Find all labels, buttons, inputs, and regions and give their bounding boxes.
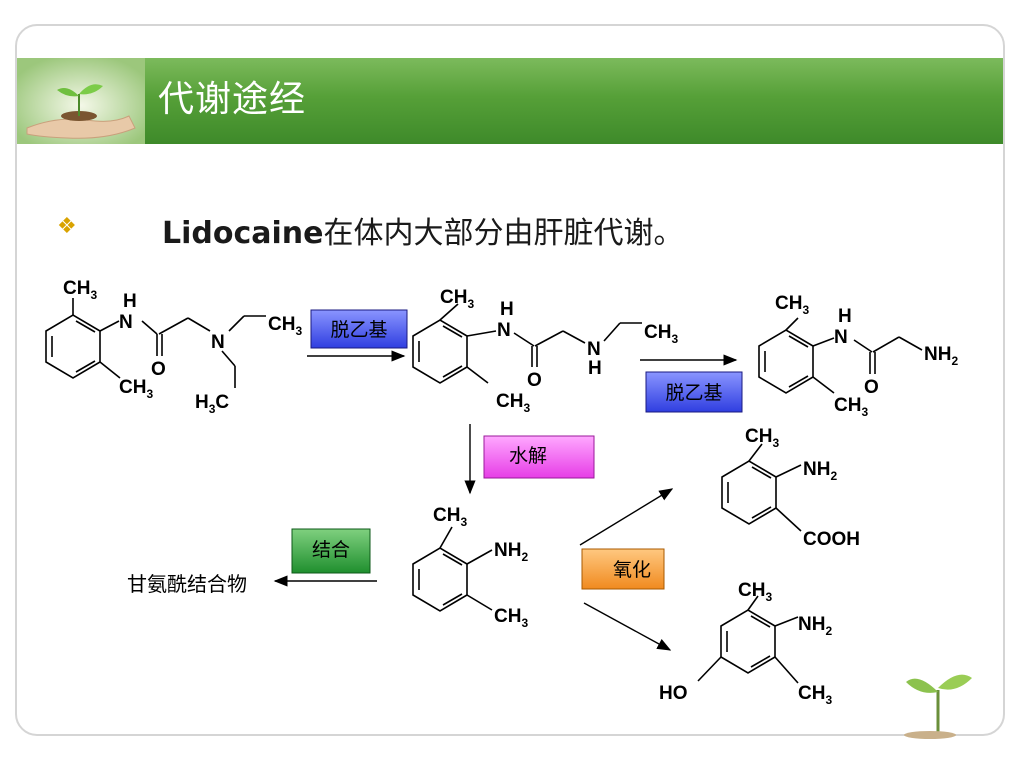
bullet-description: 在体内大部分由肝脏代谢。 [323,216,684,251]
molecule-monoethylglycinexylidide: CH3 H N O CH3 N H CH3 [412,287,678,415]
svg-text:CH3: CH3 [798,683,832,707]
label-conjugation: 结合 [291,528,371,574]
svg-text:CH3: CH3 [496,391,530,415]
label-deethylation-2: 脱乙基 [645,371,743,413]
svg-text:N: N [834,327,848,348]
svg-text:CH3: CH3 [738,580,772,604]
svg-text:脱乙基: 脱乙基 [330,319,387,341]
svg-text:O: O [151,359,166,380]
svg-text:水解: 水解 [509,445,547,467]
svg-text:CH3: CH3 [494,606,528,630]
svg-text:H: H [500,299,514,320]
svg-text:H: H [123,291,137,312]
svg-text:结合: 结合 [312,539,350,561]
svg-text:CH3: CH3 [745,426,779,450]
conjugation-product: 甘氨酰结合物 [127,572,247,596]
svg-text:CH3: CH3 [834,395,868,419]
svg-text:N: N [497,320,511,341]
molecule-xylidine: CH3 NH2 CH3 [412,505,528,630]
molecule-hydroxyxylidine: CH3 NH2 CH3 HO [659,580,832,707]
label-oxidation: 氧化 [581,548,665,590]
svg-text:CH3: CH3 [268,314,302,338]
svg-text:CH3: CH3 [63,278,97,302]
arrow-oxidation-up [579,488,674,546]
svg-text:N: N [119,312,133,333]
slide-title: 代谢途经 [158,79,307,120]
molecule-glycinexylidide: CH3 H N O CH3 NH2 [758,293,958,419]
bullet-line: Lidocaine在体内大部分由肝脏代谢。 [162,208,684,252]
seedling-decoration-icon [904,674,972,739]
slide-frame: 代谢途经 [15,24,1005,736]
svg-text:NH2: NH2 [798,614,832,638]
svg-text:CH3: CH3 [119,377,153,401]
svg-text:N: N [211,332,225,353]
molecule-methylanthranilic-acid: CH3 NH2 COOH [721,426,860,550]
svg-text:HO: HO [659,683,688,704]
svg-text:氧化: 氧化 [613,559,651,581]
svg-text:COOH: COOH [803,529,860,550]
svg-text:脱乙基: 脱乙基 [665,382,722,404]
svg-text:H3C: H3C [195,392,229,416]
label-deethylation-1: 脱乙基 [310,309,408,349]
svg-text:O: O [527,370,542,391]
molecule-lidocaine: CH3 H N O CH3 N CH3 H3C [45,278,302,416]
label-hydrolysis: 水解 [483,435,595,479]
svg-text:H: H [838,306,852,327]
bullet-drug-name: Lidocaine [162,216,324,251]
hand-seedling-photo [17,58,145,144]
arrow-oxidation-down [583,602,672,651]
svg-text:NH2: NH2 [924,344,958,368]
svg-text:CH3: CH3 [440,287,474,311]
svg-text:CH3: CH3 [644,322,678,346]
svg-text:CH3: CH3 [775,293,809,317]
svg-text:CH3: CH3 [433,505,467,529]
svg-text:O: O [864,377,879,398]
svg-text:H: H [588,358,602,379]
svg-text:N: N [587,339,601,360]
bullet-diamond-icon: ❖ [57,214,77,239]
svg-text:NH2: NH2 [803,459,837,483]
svg-text:NH2: NH2 [494,540,528,564]
title-bar: 代谢途经 [17,58,1003,144]
